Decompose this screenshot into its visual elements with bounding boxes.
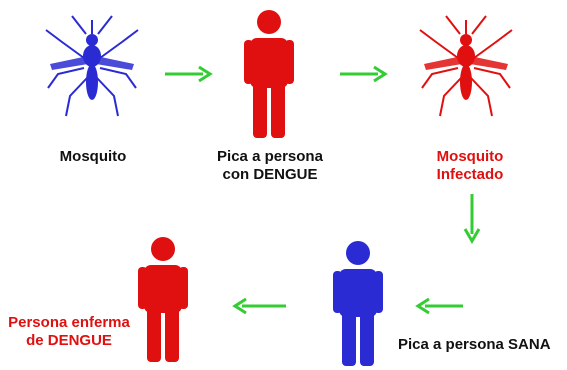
mosquito-node — [42, 12, 142, 122]
arrow-right-icon — [340, 65, 388, 83]
person-icon — [333, 241, 383, 366]
mosquito-icon — [419, 15, 513, 117]
arrow-left-icon — [415, 297, 463, 315]
person-sick-node — [138, 236, 188, 364]
person-icon — [244, 10, 294, 138]
arrow-right-icon — [165, 65, 213, 83]
mosquito-icon — [45, 15, 139, 117]
arrow-left-1 — [415, 296, 465, 316]
arrow-down-icon — [463, 194, 481, 244]
person-dengue-node — [244, 8, 294, 140]
person-healthy-label: Pica a persona SANA — [398, 336, 551, 353]
person-dengue-label: Pica a persona con DENGUE — [217, 148, 323, 183]
arrow-right-2 — [338, 64, 388, 84]
arrow-left-icon — [232, 297, 286, 315]
infected-mosquito-label: Mosquito Infectado — [436, 148, 504, 183]
arrow-down — [462, 192, 482, 244]
person-sick-label: Persona enferma de DENGUE — [8, 314, 130, 349]
mosquito-label: Mosquito — [59, 148, 127, 165]
arrow-right-1 — [163, 64, 213, 84]
person-icon — [138, 237, 188, 362]
arrow-left-2 — [232, 296, 288, 316]
infected-mosquito-node — [416, 12, 516, 122]
person-healthy-node — [333, 240, 383, 368]
